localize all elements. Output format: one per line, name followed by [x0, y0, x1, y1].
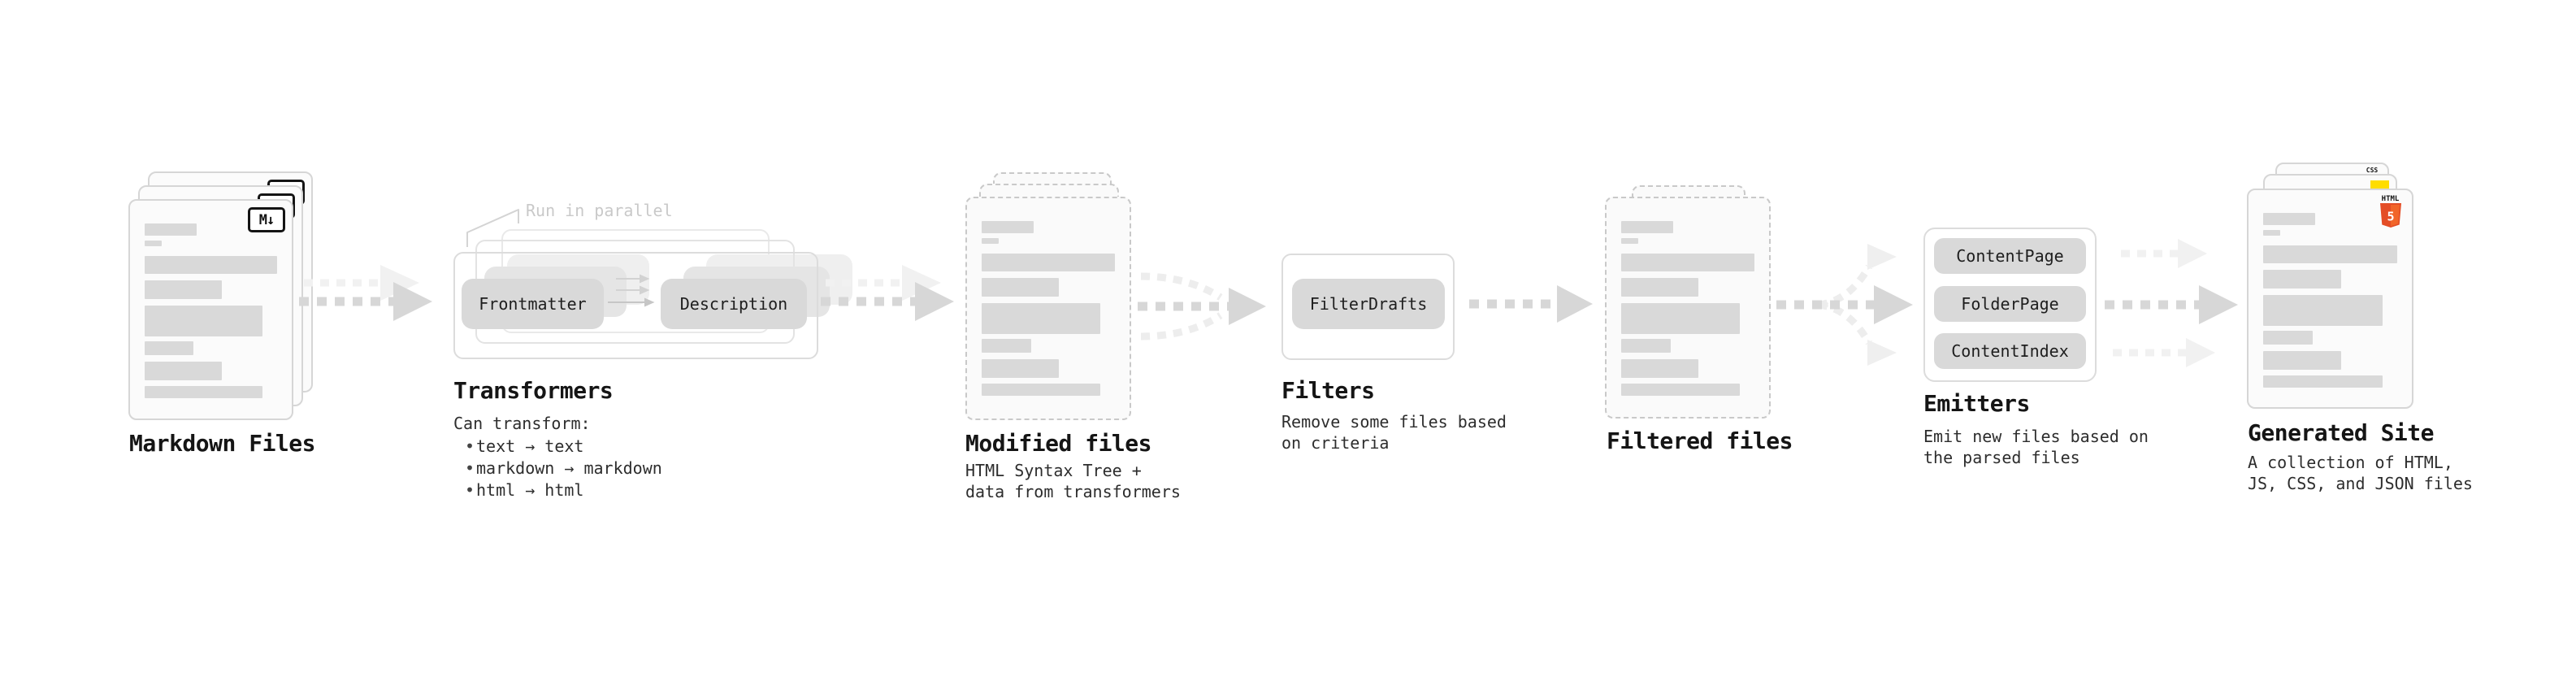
frontmatter-chip: Frontmatter: [462, 279, 604, 329]
contentindex-chip: ContentIndex: [1934, 333, 2086, 369]
description-chip: Description: [661, 279, 807, 329]
contentpage-chip: ContentPage: [1934, 238, 2086, 274]
parallel-run-arrows-icon: [608, 274, 655, 307]
markdown-icon: M↓: [248, 207, 285, 232]
doc-content-bars: [1621, 221, 1754, 396]
flow-arrow-modified-to-filters: [1138, 272, 1266, 340]
flow-arrow-emitters-to-generated: [2105, 239, 2238, 367]
filtered-files-title: Filtered files: [1607, 427, 1793, 454]
doc-content-bars: [982, 221, 1115, 396]
doc-content-bars: [2263, 213, 2397, 388]
generated-html-file-card: HTML 5: [2247, 189, 2413, 409]
doc-content-bars: [145, 223, 277, 398]
folderpage-chip: FolderPage: [1934, 286, 2086, 322]
bullet-item: •text → text: [465, 436, 584, 456]
modified-file-card-front: [965, 197, 1131, 420]
html5-icon: HTML 5: [2379, 195, 2401, 228]
flow-arrow-filters-to-filtered: [1469, 285, 1593, 323]
emitters-subtitle: Emit new files based on the parsed files: [1923, 427, 2149, 467]
generated-site-subtitle: A collection of HTML, JS, CSS, and JSON …: [2248, 453, 2473, 493]
transformer-layer-card-front: [453, 252, 818, 359]
modified-files-subtitle: HTML Syntax Tree + data from transformer…: [965, 461, 1181, 501]
generated-site-title: Generated Site: [2248, 419, 2435, 446]
transformers-bullet-list: •text → text •markdown → markdown •html …: [453, 436, 662, 501]
filters-title: Filters: [1281, 377, 1375, 404]
flow-arrow-transformers-to-modified: [821, 265, 954, 321]
bullet-item: •markdown → markdown: [465, 458, 662, 478]
flow-arrow-filtered-to-emitters: [1776, 244, 1913, 366]
markdown-file-card-front: M↓: [128, 199, 293, 420]
run-in-parallel-label: Run in parallel: [526, 201, 673, 220]
filterdrafts-chip: FilterDrafts: [1292, 279, 1445, 329]
modified-files-title: Modified files: [965, 430, 1152, 457]
filters-subtitle: Remove some files based on criteria: [1281, 412, 1507, 453]
run-in-parallel-callout-line: [466, 209, 519, 247]
emitters-title: Emitters: [1923, 390, 2030, 417]
markdown-files-title: Markdown Files: [129, 430, 316, 457]
filtered-file-card-front: [1605, 197, 1771, 419]
svg-text:5: 5: [2387, 210, 2394, 224]
bullet-item: •html → html: [465, 480, 584, 500]
js-badge-icon: [2370, 180, 2389, 190]
transformers-subtitle: Can transform:: [453, 414, 591, 433]
transformers-title: Transformers: [453, 377, 614, 404]
flow-arrow-markdown-to-transformers: [299, 265, 432, 321]
